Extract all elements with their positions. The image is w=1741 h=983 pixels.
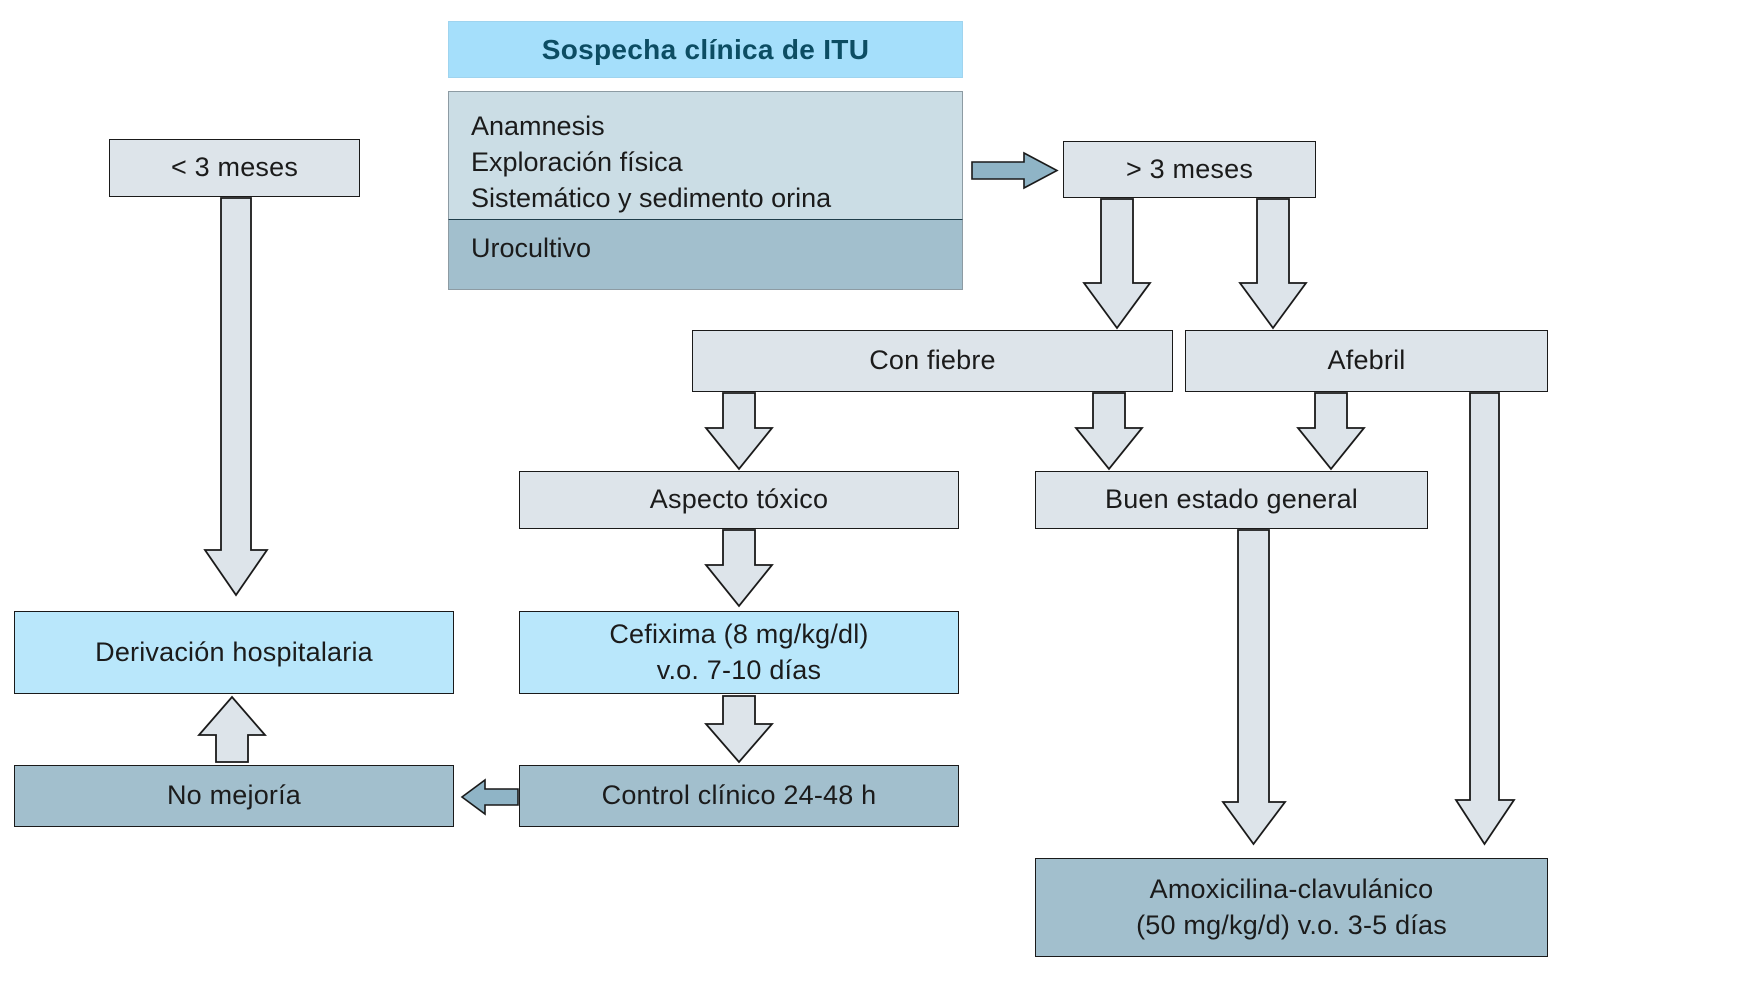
node-clinical-control: Control clínico 24-48 h xyxy=(519,765,959,827)
arrow-afebrile-to-amoxicillin-icon xyxy=(1454,392,1516,846)
arrow-with-fever-to-toxic-appearance-icon xyxy=(704,392,774,471)
workup-panel-text: Anamnesis Exploración física Sistemático… xyxy=(471,111,832,214)
header-sospecha-clinica: Sospecha clínica de ITU xyxy=(448,21,963,78)
node-no-improvement: No mejoría xyxy=(14,765,454,827)
node-good-general-state-label: Buen estado general xyxy=(1105,484,1358,515)
node-under-three-months: < 3 meses xyxy=(109,139,360,197)
node-afebrile: Afebril xyxy=(1185,330,1548,392)
workup-panel: Anamnesis Exploración física Sistemático… xyxy=(448,91,963,220)
node-under-three-months-label: < 3 meses xyxy=(170,152,299,183)
node-with-fever-label: Con fiebre xyxy=(869,345,996,376)
node-afebrile-label: Afebril xyxy=(1327,345,1406,376)
node-toxic-appearance: Aspecto tóxico xyxy=(519,471,959,529)
node-over-three-months: > 3 meses xyxy=(1063,141,1316,198)
node-with-fever: Con fiebre xyxy=(692,330,1173,392)
node-amoxicillin-label: Amoxicilina-clavulánico (50 mg/kg/d) v.o… xyxy=(1136,874,1447,940)
urocultivo-text: Urocultivo xyxy=(471,233,592,263)
node-hospital-referral: Derivación hospitalaria xyxy=(14,611,454,694)
arrow-toxic-appearance-to-cefixime-icon xyxy=(704,529,774,608)
arrow-clinical-control-to-no-improvement-icon xyxy=(460,778,519,816)
arrow-good-general-state-to-amoxicillin-icon xyxy=(1221,529,1287,846)
node-amoxicillin: Amoxicilina-clavulánico (50 mg/kg/d) v.o… xyxy=(1035,858,1548,957)
node-cefixime: Cefixima (8 mg/kg/dl) v.o. 7-10 días xyxy=(519,611,959,694)
node-clinical-control-label: Control clínico 24-48 h xyxy=(601,780,877,811)
arrow-over-three-months-to-with-fever-icon xyxy=(1082,198,1152,330)
arrow-cefixime-to-clinical-control-icon xyxy=(704,695,774,764)
node-no-improvement-label: No mejoría xyxy=(166,780,302,811)
arrow-under-three-months-to-hospital-referral-icon xyxy=(203,197,269,597)
arrow-no-improvement-to-hospital-referral-icon xyxy=(197,695,267,763)
arrow-over-three-months-to-afebrile-icon xyxy=(1238,198,1308,330)
arrow-with-fever-to-good-general-state-icon xyxy=(1074,392,1144,471)
arrow-afebrile-to-good-general-state-icon xyxy=(1296,392,1366,471)
node-good-general-state: Buen estado general xyxy=(1035,471,1428,529)
urocultivo-panel: Urocultivo xyxy=(448,220,963,290)
node-hospital-referral-label: Derivación hospitalaria xyxy=(95,636,373,667)
node-over-three-months-label: > 3 meses xyxy=(1125,153,1254,184)
arrow-workup-to-over-three-months-icon xyxy=(971,151,1059,190)
node-cefixime-label: Cefixima (8 mg/kg/dl) v.o. 7-10 días xyxy=(609,619,869,685)
node-toxic-appearance-label: Aspecto tóxico xyxy=(649,484,829,515)
